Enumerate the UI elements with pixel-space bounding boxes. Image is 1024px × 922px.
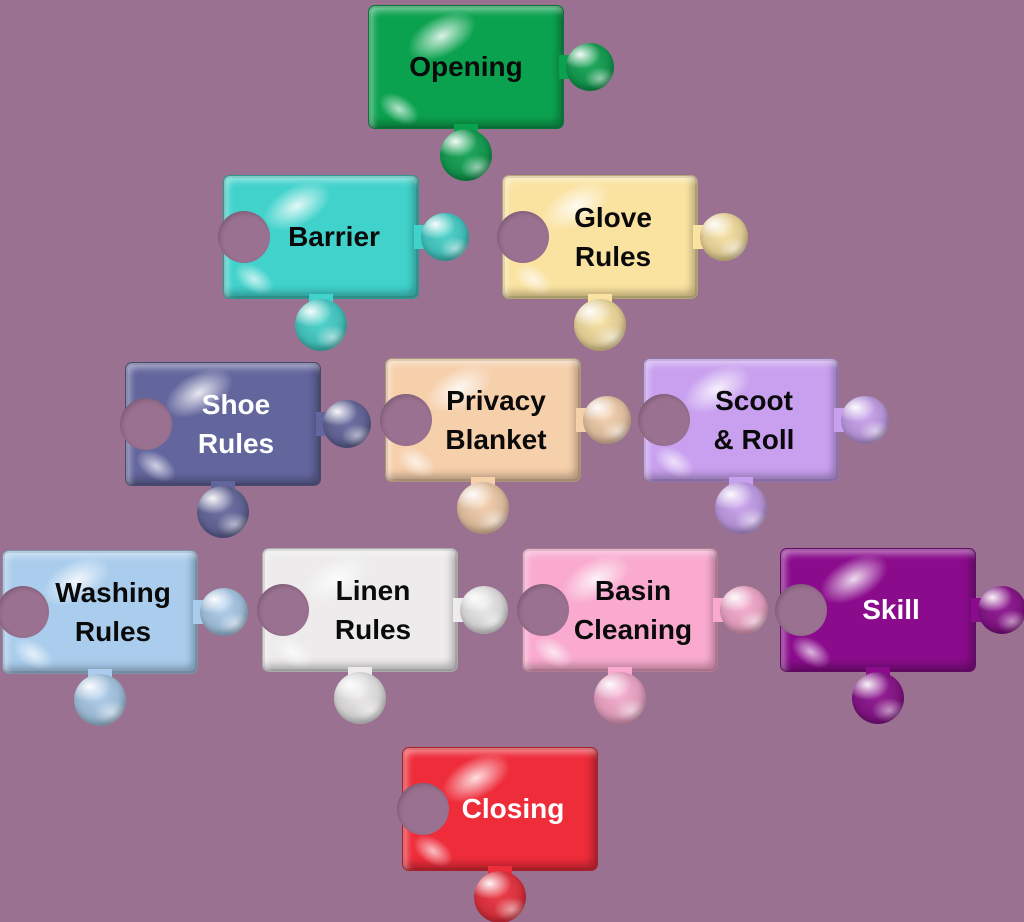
puzzle-label: Skill bbox=[862, 594, 920, 626]
puzzle-notch-left bbox=[0, 586, 49, 638]
puzzle-knob-bottom bbox=[440, 129, 492, 181]
puzzle-label: Opening bbox=[409, 51, 523, 83]
puzzle-knob-right bbox=[323, 400, 371, 448]
puzzle-notch-left bbox=[497, 211, 549, 263]
puzzle-knob-right bbox=[200, 588, 248, 636]
puzzle-knob-right bbox=[978, 586, 1024, 634]
puzzle-knob-bottom bbox=[334, 672, 386, 724]
puzzle-notch-left bbox=[218, 211, 270, 263]
puzzle-knob-right bbox=[566, 43, 614, 91]
puzzle-knob-right bbox=[720, 586, 768, 634]
puzzle-knob-bottom bbox=[474, 871, 526, 922]
puzzle-knob-bottom bbox=[197, 486, 249, 538]
puzzle-piece-opening: Opening bbox=[368, 0, 614, 181]
puzzle-notch-left bbox=[775, 584, 827, 636]
puzzle-piece-closing: Closing bbox=[397, 742, 598, 922]
puzzle-notch-left bbox=[257, 584, 309, 636]
puzzle-knob-bottom bbox=[715, 482, 767, 534]
puzzle-knob-bottom bbox=[457, 482, 509, 534]
puzzle-label: Scoot& Roll bbox=[713, 384, 795, 455]
puzzle-notch-left bbox=[638, 394, 690, 446]
puzzle-notch-left bbox=[397, 783, 449, 835]
puzzle-knob-bottom bbox=[295, 299, 347, 351]
puzzle-label: Closing bbox=[461, 793, 565, 825]
puzzle-body: Opening bbox=[368, 0, 564, 132]
puzzle-knob-right bbox=[841, 396, 889, 444]
puzzle-knob-right bbox=[421, 213, 469, 261]
puzzle-knob-bottom bbox=[574, 299, 626, 351]
puzzle-label: Barrier bbox=[288, 221, 380, 253]
puzzle-knob-right bbox=[700, 213, 748, 261]
puzzle-notch-left bbox=[120, 398, 172, 450]
puzzle-knob-right bbox=[583, 396, 631, 444]
puzzle-knob-bottom bbox=[74, 674, 126, 726]
puzzle-knob-bottom bbox=[594, 672, 646, 724]
puzzle-piece-barrier: Barrier bbox=[218, 170, 469, 351]
puzzle-notch-left bbox=[517, 584, 569, 636]
puzzle-knob-right bbox=[460, 586, 508, 634]
puzzle-knob-bottom bbox=[852, 672, 904, 724]
puzzle-piece-skill: Skill bbox=[775, 543, 1024, 724]
puzzle-notch-left bbox=[380, 394, 432, 446]
puzzle-piece-scoot-and-roll: Scoot& Roll bbox=[638, 353, 889, 534]
